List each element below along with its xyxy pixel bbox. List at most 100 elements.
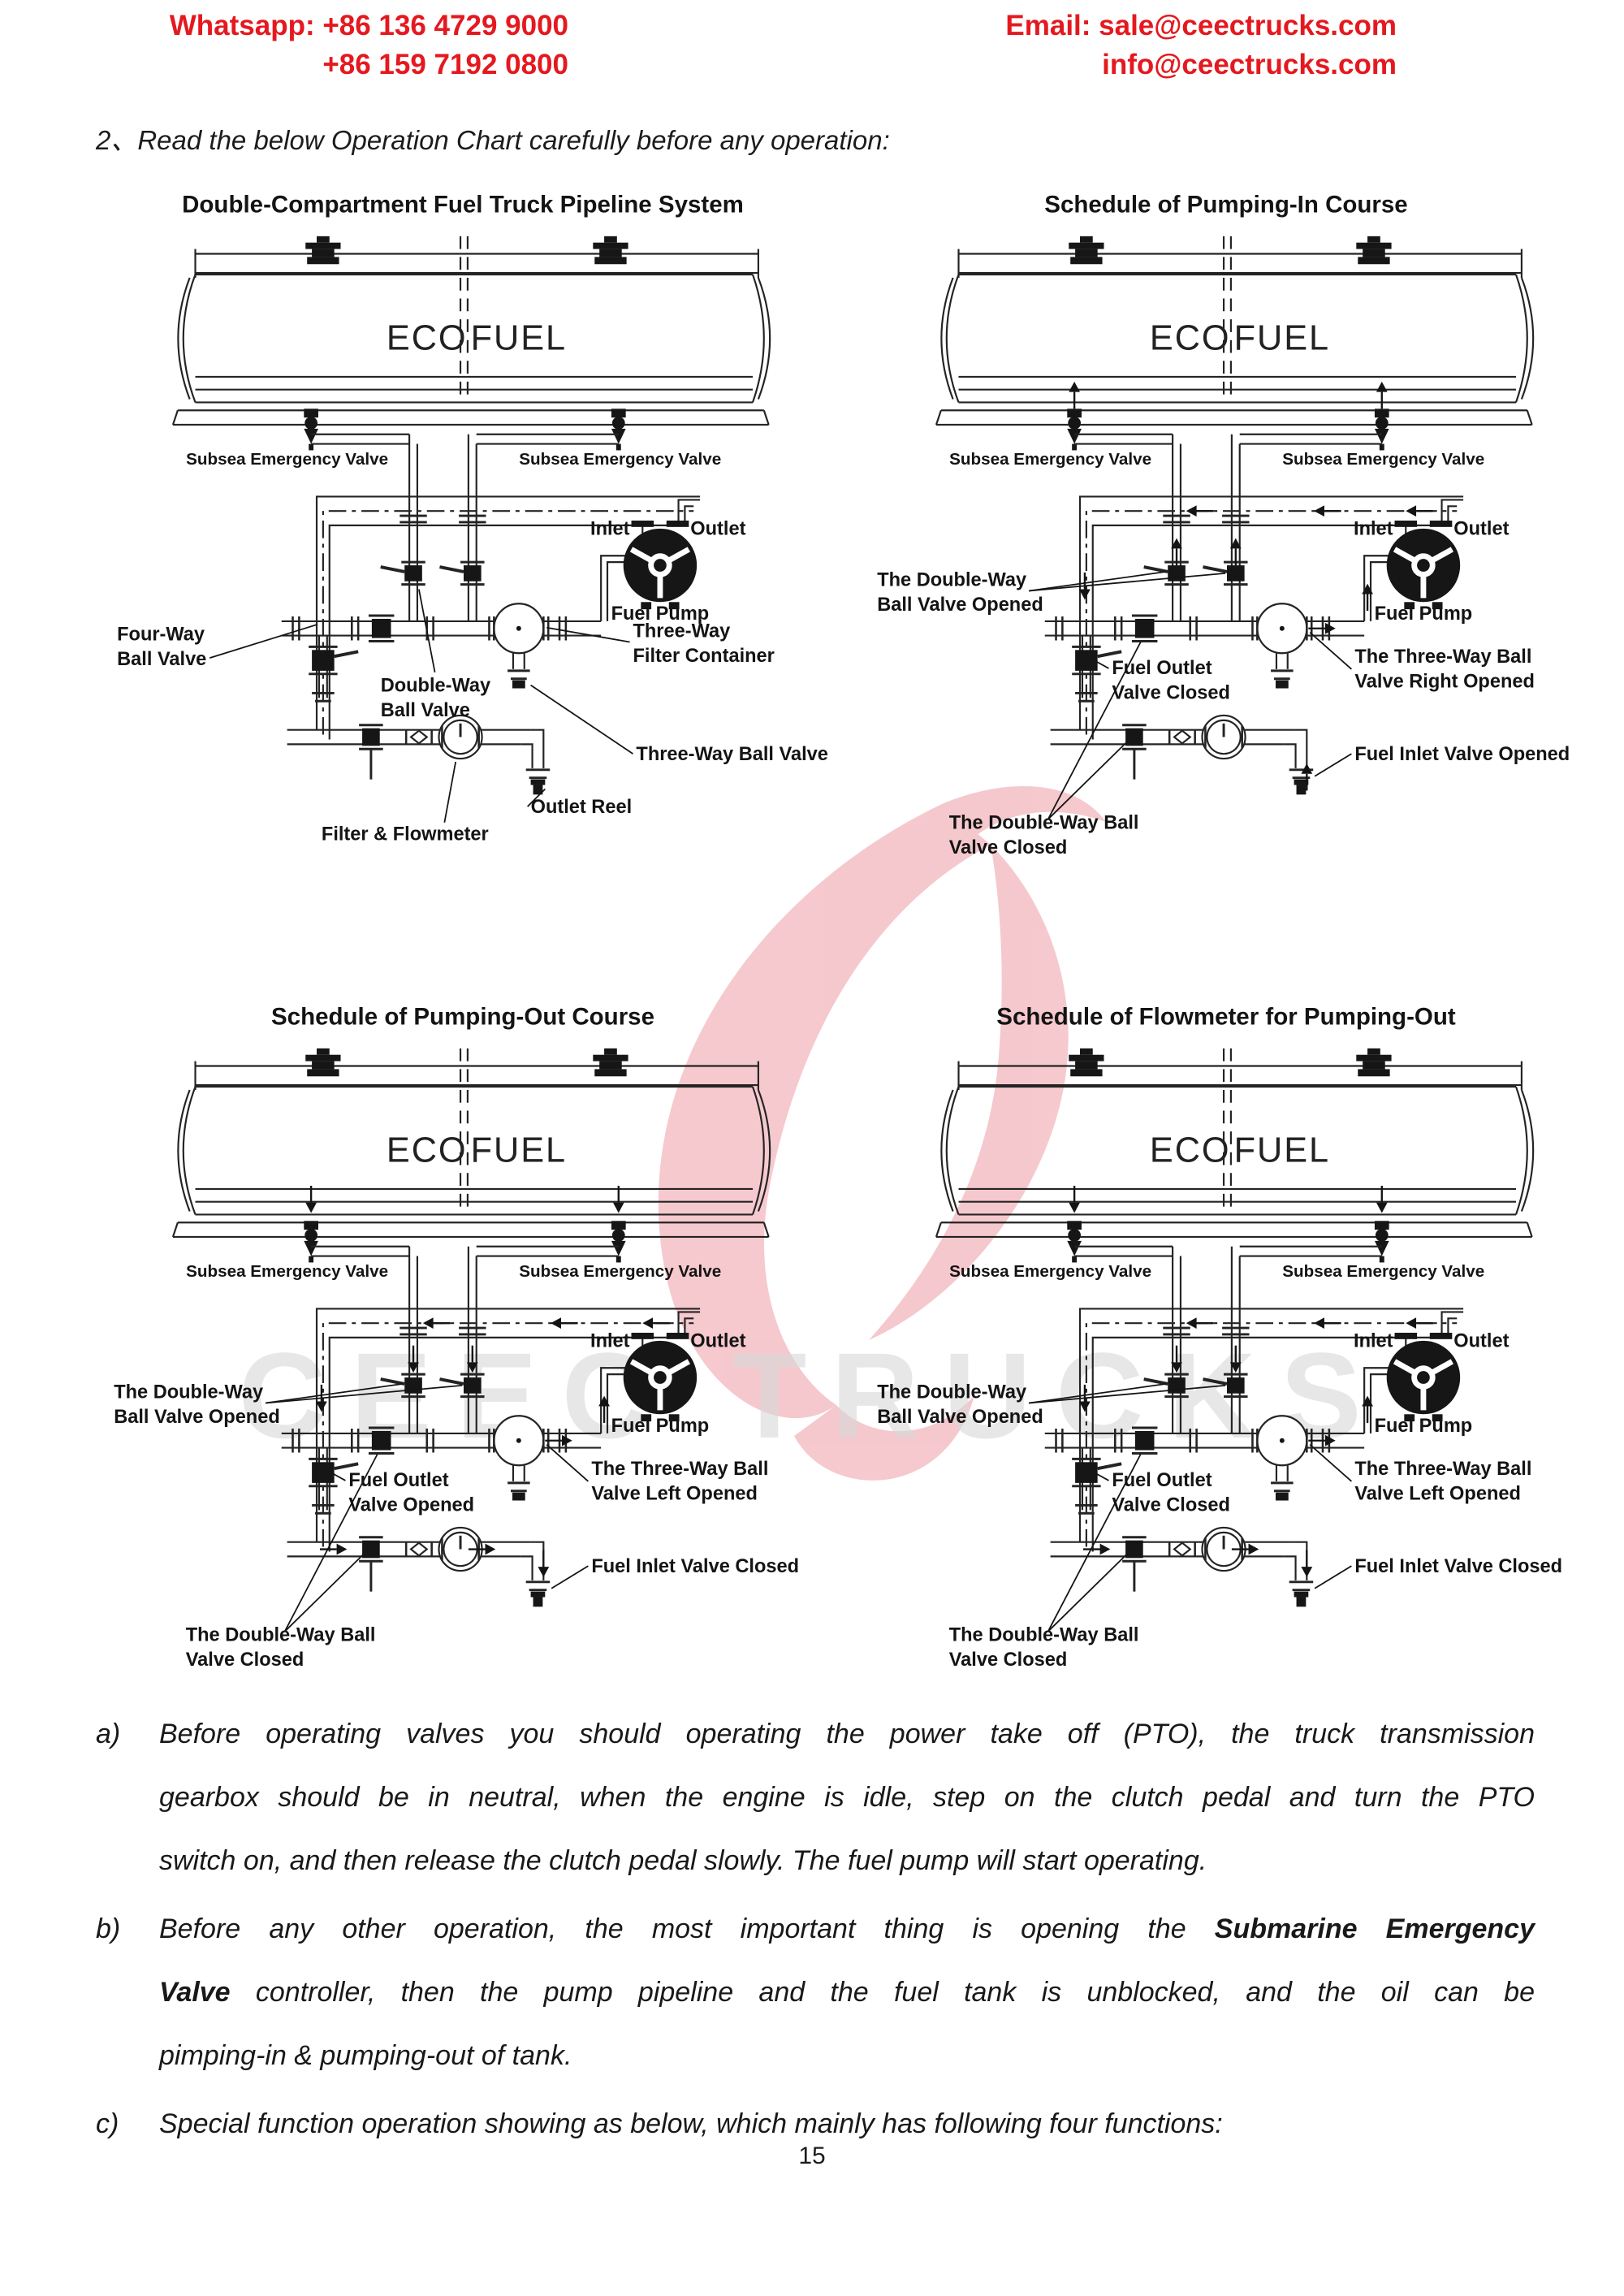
callout-leader [546,1444,589,1482]
list-text: Before any other operation, the most imp… [159,1897,1535,2087]
flow-arrow [305,1186,317,1213]
callout-label: The Double-Way [877,570,1026,591]
callout-label: Ball Valve [381,700,470,721]
flow-arrow [1301,1550,1313,1577]
whatsapp-contact: Whatsapp: +86 136 4729 9000 +86 159 7192… [146,6,568,84]
four-way-valve-icon [309,635,359,703]
lower-valve-icon [1122,1536,1147,1592]
callout-label: Outlet Reel [531,797,633,818]
flow-arrow [1082,1543,1111,1555]
callout-leader [527,788,546,807]
callout-leader [1047,740,1129,820]
callout-label: Fuel Outlet [348,1470,448,1491]
flow-arrow [422,1317,451,1330]
subsea-valve-label-left: Subsea Emergency Valve [949,450,1151,469]
flow-arrow [1229,538,1242,566]
top-rail [957,249,1522,278]
pump-inlet-label: Inlet [590,1331,630,1352]
callout-label: Valve Left Opened [591,1484,758,1505]
callout-leader [418,589,436,673]
flow-arrow [538,1550,550,1577]
flow-arrow [1171,1345,1182,1373]
callout-label: Four-Way [117,625,205,646]
tank-divider [1222,236,1232,403]
text-line: gearbox should be in neutral, when the e… [159,1782,1535,1813]
flow-arrow [408,1345,419,1373]
callout-label: Ball Valve Opened [877,595,1043,616]
callout-label: The Double-Way [877,1382,1026,1403]
callout-leader [329,1471,346,1481]
chassis [171,1222,770,1239]
flow-arrow [1362,583,1373,612]
callout-leader [283,1454,378,1632]
callout-label: Fuel Outlet [1112,658,1212,679]
list-text: Special function operation showing as be… [159,2092,1535,2155]
lower-valve-icon [359,1536,383,1592]
top-valve-icon [305,236,628,265]
callout-label: Valve Right Opened [1354,672,1535,693]
callout-label: The Double-Way Ball [186,1625,376,1646]
list-item-b: b)Before any other operation, the most i… [96,1897,1535,2087]
diagram-1: Double-Compartment Fuel Truck Pipeline S… [77,180,849,907]
flow-arrow [316,1384,327,1412]
diagram-title: Schedule of Pumping-In Course [1044,191,1407,218]
flowmeter-icon [1201,714,1246,760]
flow-arrow [1362,1395,1373,1424]
callout-label: Filter Container [633,646,774,667]
compartment-pipes [311,433,619,621]
callout-leader [1309,632,1352,670]
tank-body [177,1085,771,1216]
callout-label: The Double-Way Ball [949,1625,1139,1646]
top-rail [194,249,759,278]
double-way-valve-icon [368,1426,395,1455]
flow-arrow [1406,1317,1433,1330]
text-line: Before operating valves you should opera… [159,1719,1535,1749]
pump-outlet-label: Outlet [1453,1331,1509,1352]
pump-outlet-label: Outlet [690,519,745,540]
text-line: pimping-in & pumping-out of tank. [159,2040,572,2071]
top-rail [194,1061,759,1090]
callout-label: Ball Valve Opened [114,1407,280,1428]
subsea-valve-label-left: Subsea Emergency Valve [186,450,388,469]
tank-label-left: ECO [1150,1131,1231,1170]
flow-arrow [1301,763,1313,791]
tank-label-right: FUEL [471,319,567,358]
fuel-pump-icon [623,1332,698,1422]
flow-arrow [1376,381,1388,409]
sight-glass-icon [404,1541,433,1557]
callout-label: Fuel Outlet [1112,1470,1212,1491]
lower-pipe [287,1541,545,1580]
brand-logo-watermark [658,786,1106,1481]
email-contact: Email: sale@ceectrucks.com info@ceectruc… [889,6,1397,84]
flow-arrow [1069,1186,1081,1213]
tank-label-left: ECO [387,1131,468,1170]
top-valve-icon [305,1048,628,1077]
callout-leader [1047,1454,1142,1632]
pump-inlet-label: Inlet [1354,519,1393,540]
text-line: switch on, and then release the clutch p… [159,1845,1207,1876]
outlet-reel-icon [1289,1580,1314,1607]
callout-label: The Double-Way Ball [949,813,1139,834]
flow-arrow [1308,1434,1336,1446]
subsea-valve-icon [1067,409,1389,451]
tank-body [940,273,1535,404]
diagram-title: Schedule of Flowmeter for Pumping-Out [996,1003,1456,1030]
callout-label: Valve Closed [949,837,1068,858]
page-number: 15 [798,2143,826,2169]
flow-arrow [1079,1384,1091,1412]
callout-label: The Double-Way [114,1382,263,1403]
chassis [935,1222,1533,1239]
diagram-svg: Schedule of Flowmeter for Pumping-OutECO… [877,1003,1562,1671]
callout-leader [443,761,457,823]
outlet-reel-icon [525,768,551,795]
callout-label: The Three-Way Ball [1354,1459,1531,1480]
flowmeter-icon [438,1526,483,1572]
callout-leader [265,1385,463,1404]
three-way-filter-icon [488,1415,550,1501]
subsea-valve-label-right: Subsea Emergency Valve [1282,1262,1484,1281]
flow-arrow [319,1543,348,1555]
callout-leader [1028,573,1226,592]
